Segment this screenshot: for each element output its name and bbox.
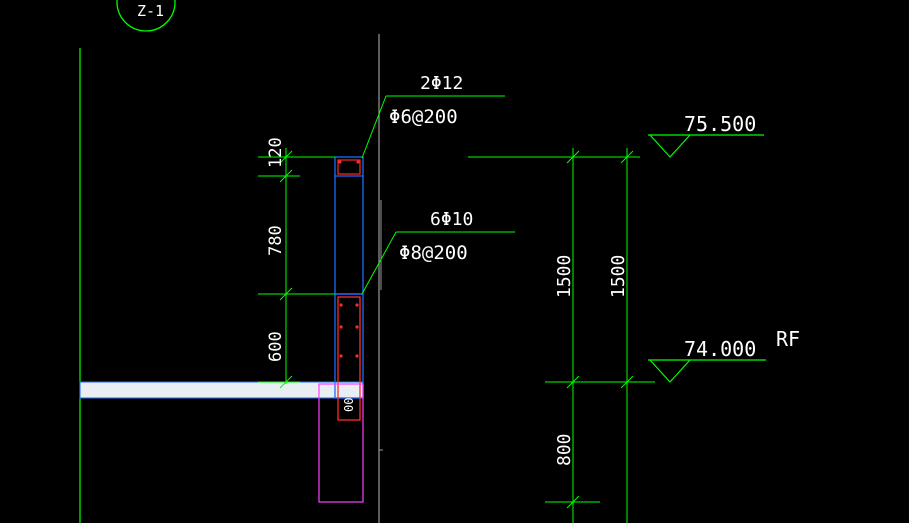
elevation-roof-value: 74.000 [684,337,756,361]
callout-top-stirrup: Φ6@200 [389,106,458,128]
cap-rebar [337,159,361,175]
right-dimension-chains [468,148,655,523]
dim-right-outer-1500: 1500 [608,255,629,298]
section-bubble: Z-1 [116,0,176,32]
cap-rebar-dot-right [356,160,360,164]
leader-top [361,95,505,159]
dim-left-600: 600 [266,331,286,362]
cap-rebar-dot-left [338,160,342,164]
callout-mid-main: 6Φ10 [430,209,473,230]
column-below [318,383,364,503]
dim-right-inner-1500: 1500 [554,255,575,298]
beam-rebar-dot [339,354,343,358]
section-label: Z-1 [137,2,164,20]
beam-rebar-dot [355,325,359,329]
slab-mark: 00 [342,398,356,412]
beam-rebar-dot [355,303,359,307]
beam-rebar-dot [355,354,359,358]
callout-top-main: 2Φ12 [420,73,463,94]
dim-left-780: 780 [266,225,286,256]
callout-mid-stirrup: Φ8@200 [399,242,468,264]
dim-right-inner-800: 800 [554,433,575,466]
elevation-marker-roof [648,359,766,383]
leader-mid [361,231,515,295]
elevation-top-value: 75.500 [684,112,756,136]
beam-lower [334,293,364,399]
parapet-upper [334,156,364,295]
dim-left-120: 120 [266,137,286,168]
left-dimension-chain [258,148,335,389]
beam-rebar-cage [337,296,361,421]
beam-rebar-dot [339,325,343,329]
elevation-marker-top [648,134,764,158]
roof-tag: RF [776,327,800,351]
beam-rebar-dot [339,303,343,307]
